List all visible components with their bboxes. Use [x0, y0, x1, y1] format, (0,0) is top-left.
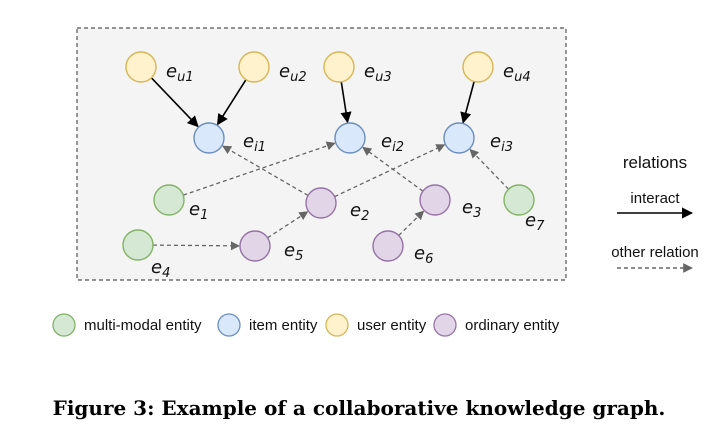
node-label-eu4: eu4	[503, 61, 531, 85]
legend-swatch-multimodal	[52, 313, 76, 337]
relations-key: relations interact other relation	[611, 153, 699, 273]
nodes-layer: eu1 eu2 eu3 eu4 ei1 ei2 ei3 e1 e4 e7 e2 e3 e5 e6	[122, 51, 545, 281]
node-label-eu1: eu1	[166, 61, 194, 85]
node-eu4	[462, 51, 494, 83]
node-e2	[305, 187, 337, 219]
relations-other-label: other relation	[611, 244, 699, 261]
node-label-e1: e1	[189, 199, 208, 223]
node-e7	[503, 184, 535, 216]
legend-swatch-user	[325, 313, 349, 337]
node-label-e2: e2	[350, 200, 369, 224]
node-ei3	[443, 122, 475, 154]
relations-interact-label: interact	[630, 190, 680, 207]
edge-e7-ei3	[469, 148, 510, 190]
node-label-ei3: ei3	[490, 131, 513, 155]
edge-e6-e3	[398, 210, 425, 236]
node-e3	[419, 184, 451, 216]
node-ei1	[193, 122, 225, 154]
edge-e5-e2	[267, 211, 309, 239]
legend-swatch-item	[217, 313, 241, 337]
node-eu2	[238, 51, 270, 83]
node-label-ei1: ei1	[243, 131, 266, 155]
edge-eu3-ei2	[340, 81, 352, 124]
edge-eu2-ei1	[216, 79, 247, 126]
figure-caption: Figure 3: Example of a collaborative kno…	[53, 396, 666, 420]
node-ei2	[334, 122, 366, 154]
legend-label-ordinary: ordinary entity	[465, 317, 560, 334]
node-e6	[372, 230, 404, 262]
node-eu1	[125, 51, 157, 83]
node-label-eu2: eu2	[279, 61, 307, 85]
node-eu3	[323, 51, 355, 83]
node-e5	[239, 230, 271, 262]
node-label-e6: e6	[414, 243, 433, 267]
edge-e2-ei3	[334, 144, 446, 198]
node-e4	[122, 229, 154, 261]
edges-layer	[150, 77, 510, 251]
edge-eu4-ei3	[460, 81, 475, 124]
legend-label-multimodal: multi-modal entity	[84, 317, 202, 334]
edge-eu1-ei1	[150, 77, 199, 128]
node-label-e7: e7	[525, 210, 545, 234]
entity-legend: multi-modal entity item entity user entity…	[52, 313, 560, 337]
relations-title: relations	[623, 153, 687, 172]
edge-e2-ei1	[222, 145, 309, 197]
node-label-ei2: ei2	[381, 131, 404, 155]
legend-swatch-ordinary	[433, 313, 457, 337]
node-label-e5: e5	[284, 240, 303, 264]
legend-label-user: user entity	[357, 317, 427, 334]
node-label-e3: e3	[462, 197, 481, 221]
node-label-eu3: eu3	[364, 61, 392, 85]
edge-e4-e5	[152, 241, 240, 251]
node-e1	[153, 184, 185, 216]
node-label-e4: e4	[151, 257, 170, 281]
edge-e3-ei2	[362, 146, 424, 192]
edge-e1-ei2	[182, 141, 336, 196]
legend-label-item: item entity	[249, 317, 318, 334]
